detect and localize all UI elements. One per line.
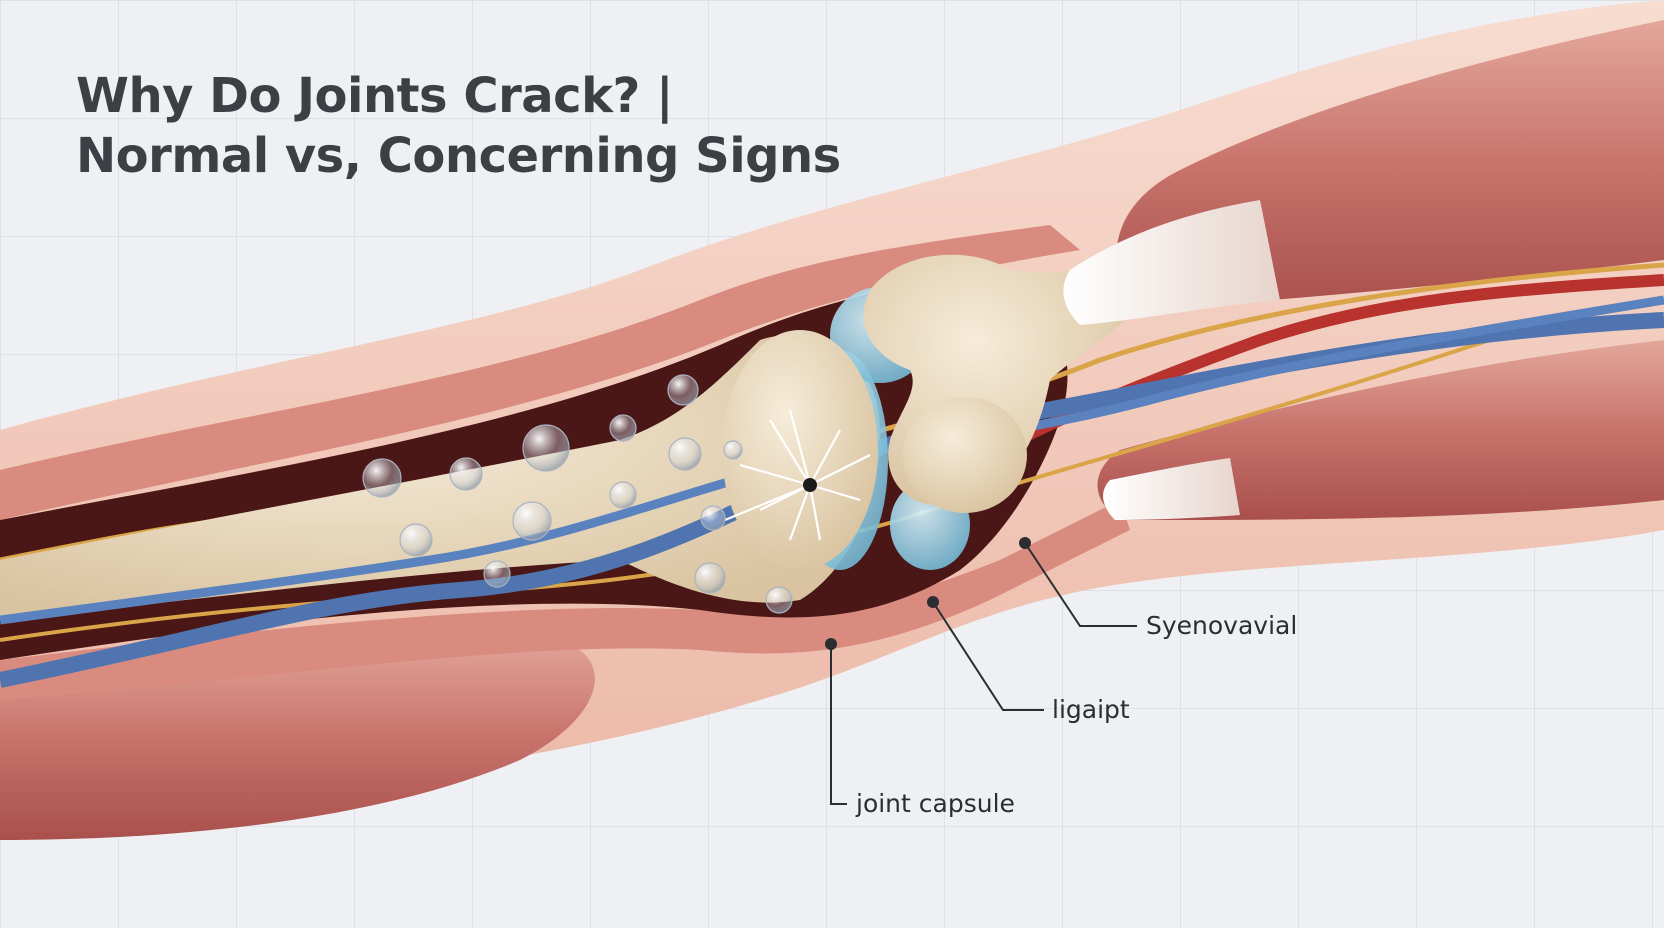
gas-bubble [668,437,702,471]
callout-ligament-leader [927,596,1044,711]
gas-bubble [765,586,793,614]
tendon-lower [1103,458,1240,520]
muscle-lower-right [1097,340,1664,520]
gas-bubble [609,481,637,509]
gas-bubble [522,424,570,472]
callout-label-synovial: Syenovavial [1146,611,1298,640]
callout-label-joint-capsule: joint capsule [856,789,1015,818]
crack-center [803,478,817,492]
callout-label-ligament: ligaipt [1052,695,1130,724]
gas-bubble [694,562,726,594]
gas-bubbles [362,374,793,614]
gas-bubble [512,501,552,541]
callout-capsule-leader [825,638,847,805]
callout-synovial-leader [1019,537,1137,627]
gas-bubble [609,414,637,442]
bone-upper-condyle [903,397,1027,513]
gas-bubble [667,374,699,406]
page-title-line-1: Why Do Joints Crack? | [76,68,674,124]
gas-bubble [362,458,402,498]
gas-bubble [399,523,433,557]
capsule-tissue-band [0,225,1080,520]
gas-bubble [483,560,511,588]
gas-bubble [449,457,483,491]
gas-bubble [700,505,726,531]
tendon-upper [1063,200,1280,325]
crack-burst [724,409,871,541]
gas-bubble [723,440,743,460]
page-title-line-2: Normal vs, Concerning Signs [76,128,841,184]
capsule-tissue-band-lower [0,500,1130,700]
